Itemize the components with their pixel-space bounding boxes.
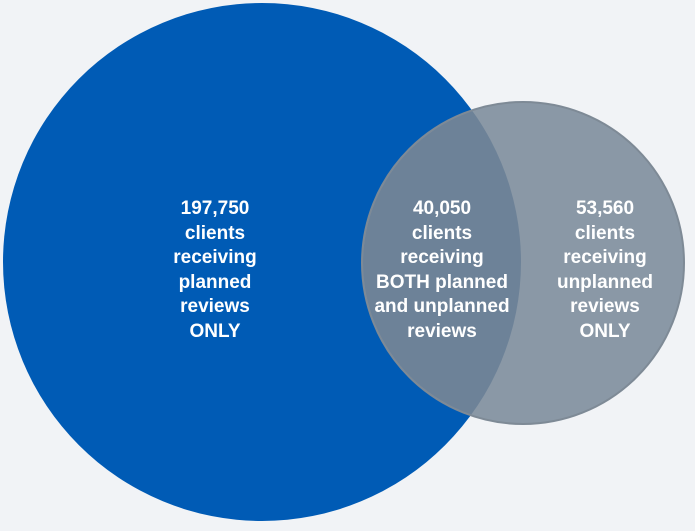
planned-only-line: planned: [178, 271, 252, 293]
unplanned-only-line: clients: [574, 222, 636, 244]
planned-only-line: receiving: [173, 247, 257, 268]
unplanned-only-line: reviews: [570, 296, 640, 317]
both-label: 40,050 clients receiving BOTH planned an…: [362, 197, 522, 344]
planned-only-label: 197,750 clients receiving planned review…: [145, 197, 285, 344]
unplanned-only-line: 53,560: [575, 198, 635, 219]
both-line: receiving: [400, 247, 484, 268]
planned-only-line: clients: [184, 222, 246, 244]
both-line: clients: [411, 222, 473, 244]
planned-only-line: 197,750: [180, 198, 250, 219]
unplanned-only-line: receiving: [563, 247, 647, 268]
planned-only-line: ONLY: [189, 320, 241, 342]
overlap-region: [363, 103, 521, 423]
both-line: reviews: [407, 320, 477, 342]
unplanned-only-label: 53,560 clients receiving unplanned revie…: [540, 197, 670, 344]
planned-reviews-circle: [3, 3, 521, 521]
unplanned-only-line: unplanned: [556, 271, 654, 293]
unplanned-only-line: ONLY: [579, 320, 631, 342]
both-line: 40,050: [412, 198, 472, 219]
both-line: and unplanned: [374, 296, 510, 317]
both-line: BOTH planned: [376, 271, 508, 293]
planned-only-line: reviews: [180, 296, 250, 317]
